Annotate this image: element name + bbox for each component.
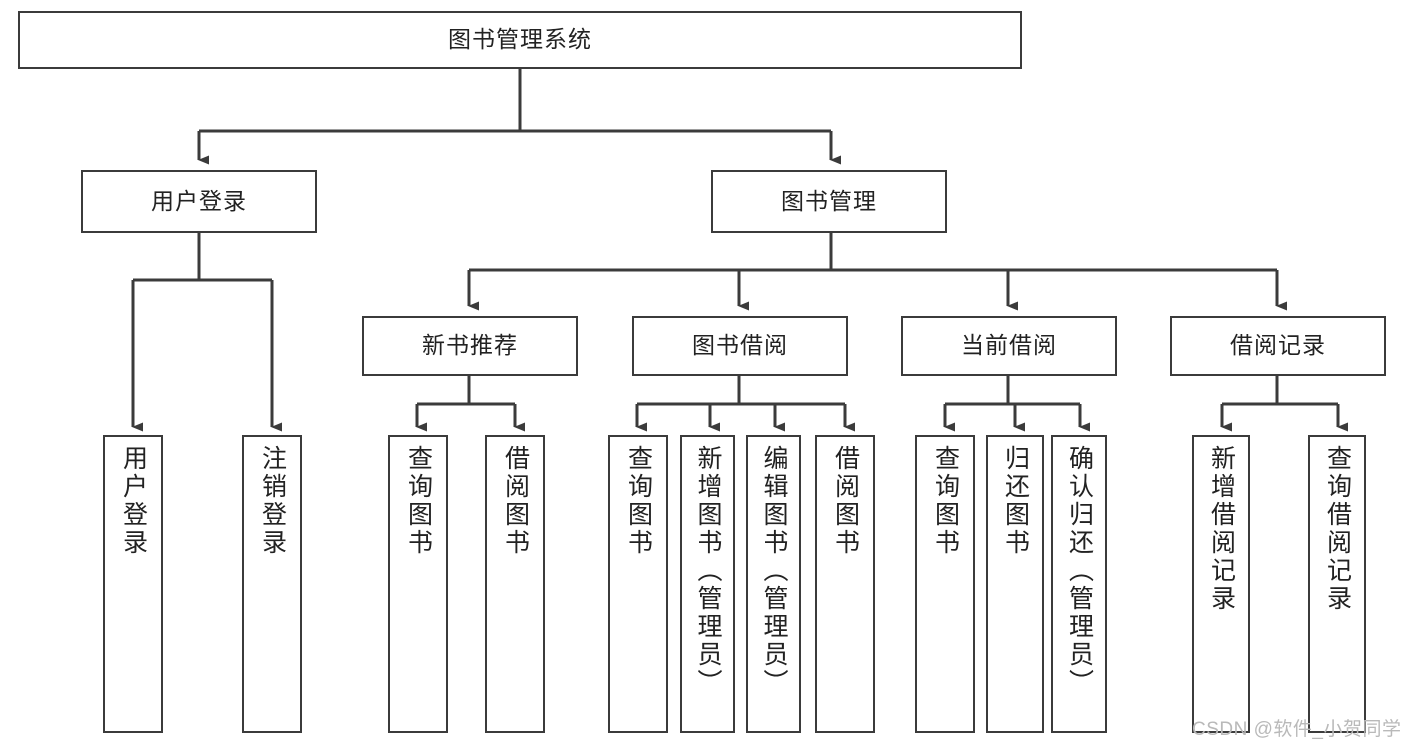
node-label: 查询图书	[404, 445, 433, 557]
node-book-borrowing[interactable]: 图书借阅	[632, 316, 848, 376]
node-leaf-record-add-record[interactable]: 新增借阅记录	[1192, 435, 1250, 733]
node-leaf-borrow-add-book-admin[interactable]: 新增图书（管理员）	[680, 435, 735, 733]
node-label: 新增借阅记录	[1207, 445, 1236, 613]
node-leaf-borrow-borrow-book[interactable]: 借阅图书	[815, 435, 875, 733]
node-leaf-borrow-query-book[interactable]: 查询图书	[608, 435, 668, 733]
node-leaf-new-book-borrow[interactable]: 借阅图书	[485, 435, 545, 733]
node-label: 查询借阅记录	[1323, 445, 1352, 613]
node-label: 注销登录	[258, 445, 287, 557]
node-label: 用户登录	[151, 187, 247, 214]
node-label: 借阅图书	[831, 445, 860, 557]
node-leaf-user-login-logout[interactable]: 注销登录	[242, 435, 302, 733]
node-user-login[interactable]: 用户登录	[81, 170, 317, 233]
node-label: 确认归还（管理员）	[1065, 445, 1094, 697]
csdn-watermark: CSDN @软件_小贺同学	[1192, 719, 1402, 740]
node-label: 新书推荐	[422, 332, 518, 359]
node-label: 新增图书（管理员）	[694, 445, 722, 697]
node-leaf-current-confirm-return-admin[interactable]: 确认归还（管理员）	[1051, 435, 1107, 733]
node-label: 借阅图书	[501, 445, 530, 557]
node-leaf-borrow-edit-book-admin[interactable]: 编辑图书（管理员）	[746, 435, 801, 733]
node-leaf-new-book-query[interactable]: 查询图书	[388, 435, 448, 733]
node-label: 图书管理	[781, 187, 877, 214]
node-label: 图书借阅	[692, 332, 788, 359]
node-label: 用户登录	[119, 445, 148, 557]
node-label: 查询图书	[624, 445, 653, 557]
node-new-book-recommendation[interactable]: 新书推荐	[362, 316, 578, 376]
node-label: 编辑图书（管理员）	[760, 445, 788, 697]
node-leaf-current-query-book[interactable]: 查询图书	[915, 435, 975, 733]
node-root-book-management-system[interactable]: 图书管理系统	[18, 11, 1022, 69]
node-leaf-current-return-book[interactable]: 归还图书	[986, 435, 1044, 733]
node-borrowing-records[interactable]: 借阅记录	[1170, 316, 1386, 376]
node-leaf-record-query-record[interactable]: 查询借阅记录	[1308, 435, 1366, 733]
node-label: 查询图书	[931, 445, 960, 557]
node-leaf-user-login-login[interactable]: 用户登录	[103, 435, 163, 733]
node-label: 图书管理系统	[448, 26, 592, 53]
node-label: 当前借阅	[961, 332, 1057, 359]
node-book-management[interactable]: 图书管理	[711, 170, 947, 233]
node-label: 借阅记录	[1230, 332, 1326, 359]
node-label: 归还图书	[1001, 445, 1030, 557]
node-current-borrowing[interactable]: 当前借阅	[901, 316, 1117, 376]
